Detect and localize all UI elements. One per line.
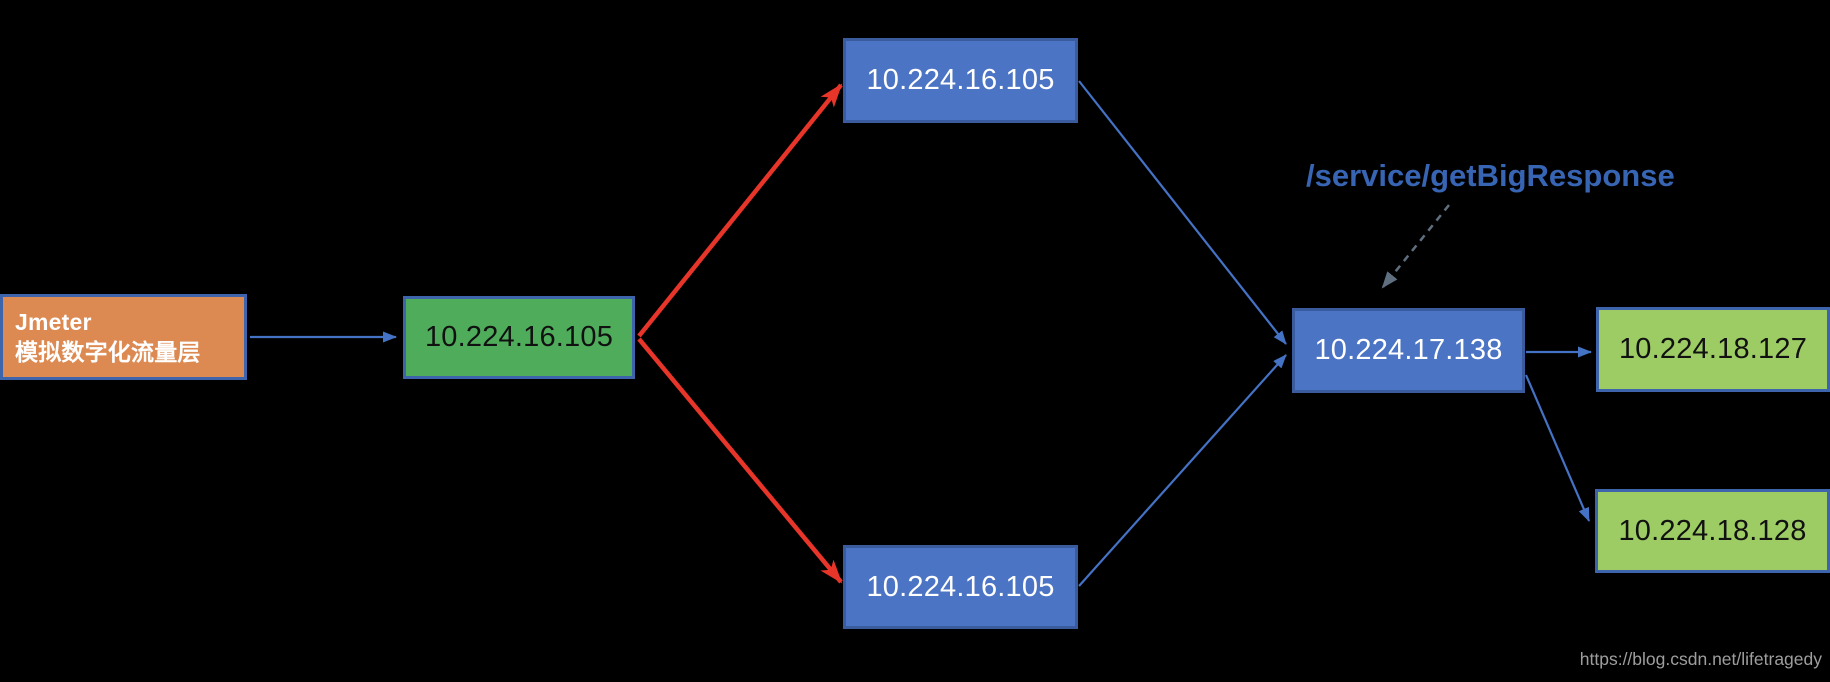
jmeter-label: Jmeter 模拟数字化流量层 (15, 307, 201, 368)
upstream-top-ip-label: 10.224.16.105 (866, 64, 1055, 96)
node-gateway-ip: 10.224.17.138 (1292, 308, 1525, 393)
backend-top-ip-label: 10.224.18.127 (1618, 333, 1808, 365)
arrow-entry-to-upstream-top (637, 83, 843, 338)
arrow-upstream-top-to-gateway (1078, 80, 1287, 345)
node-backend-top-ip: 10.224.18.127 (1596, 307, 1830, 392)
node-backend-bottom-ip: 10.224.18.128 (1595, 489, 1830, 573)
node-upstream-top-ip: 10.224.16.105 (843, 38, 1078, 123)
service-endpoint-annotation: /service/getBigResponse (1306, 158, 1675, 193)
arrow-entry-to-upstream-bottom (637, 337, 843, 584)
node-entry-ip: 10.224.16.105 (403, 296, 635, 379)
gateway-ip-label: 10.224.17.138 (1314, 334, 1503, 366)
upstream-bottom-ip-label: 10.224.16.105 (866, 570, 1055, 603)
arrow-service-label-to-gateway (1381, 204, 1450, 289)
jmeter-subtitle: 模拟数字化流量层 (15, 339, 201, 365)
backend-bottom-ip-label: 10.224.18.128 (1618, 514, 1807, 547)
entry-ip-label: 10.224.16.105 (424, 321, 614, 353)
node-jmeter-traffic-source: Jmeter 模拟数字化流量层 (0, 294, 247, 380)
arrow-gateway-to-backend-bottom (1524, 374, 1591, 522)
watermark-url: https://blog.csdn.net/lifetragedy (1579, 649, 1822, 669)
jmeter-title: Jmeter (15, 308, 92, 335)
arrow-upstream-bottom-to-gateway (1078, 354, 1287, 587)
node-upstream-bottom-ip: 10.224.16.105 (843, 545, 1078, 629)
